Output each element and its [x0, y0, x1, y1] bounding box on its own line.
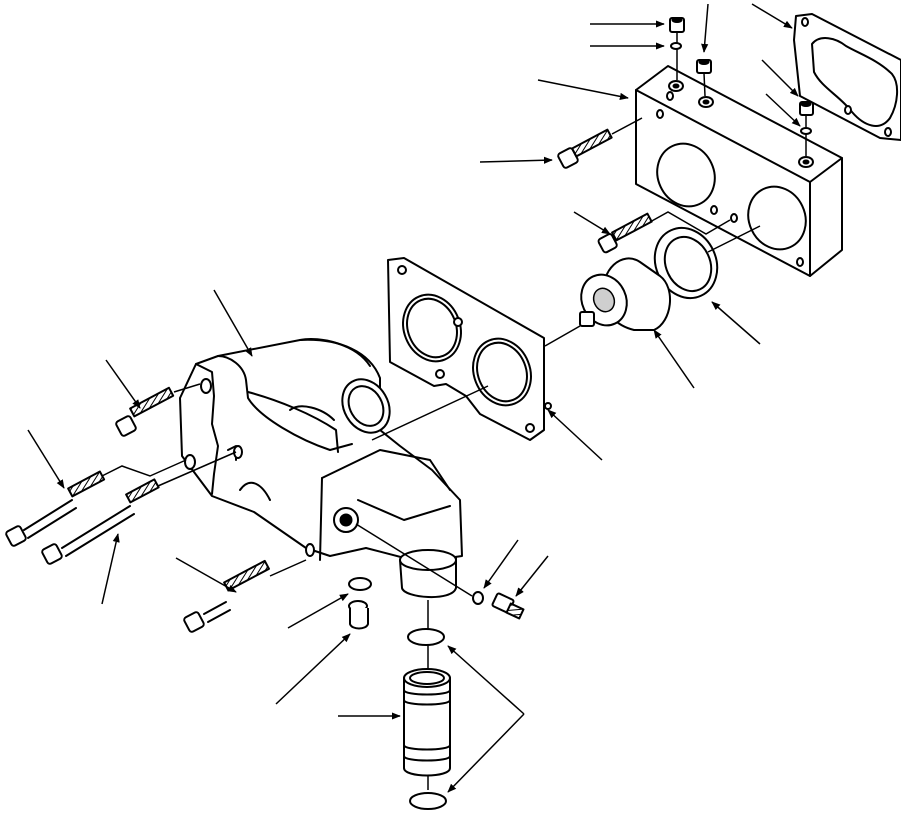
housing-gasket	[387, 257, 552, 441]
leader-arrows	[27, 3, 801, 793]
o-ring-lower	[409, 792, 447, 810]
housing-bolt-short	[115, 383, 201, 437]
cover-plug-top	[669, 17, 685, 80]
drain-washer	[348, 577, 372, 591]
housing-bolt-long-upper	[5, 459, 187, 547]
cover-plug-right	[799, 101, 814, 156]
cover-bolt-lower	[597, 211, 731, 254]
cover-plug-middle	[696, 59, 712, 97]
thermostat-seal-ring	[653, 225, 761, 300]
thermostat-housing	[179, 338, 463, 599]
grease-fitting	[491, 592, 525, 620]
thermostat	[544, 257, 672, 347]
water-pipe	[403, 668, 451, 777]
cover-washer-top	[670, 42, 682, 50]
thermostat-housing-cover	[635, 65, 843, 277]
cover-washer-right	[800, 127, 812, 135]
cover-gasket	[793, 13, 901, 141]
drain-plug	[348, 600, 369, 630]
fitting-centerline	[355, 523, 473, 597]
housing-bolt-long-lower	[41, 451, 237, 565]
housing-bolt-bottom	[183, 559, 307, 633]
cover-bolt-upper	[557, 117, 643, 169]
fitting-washer	[472, 591, 484, 605]
o-ring-upper	[407, 628, 445, 646]
assembly-centerline	[371, 385, 489, 441]
